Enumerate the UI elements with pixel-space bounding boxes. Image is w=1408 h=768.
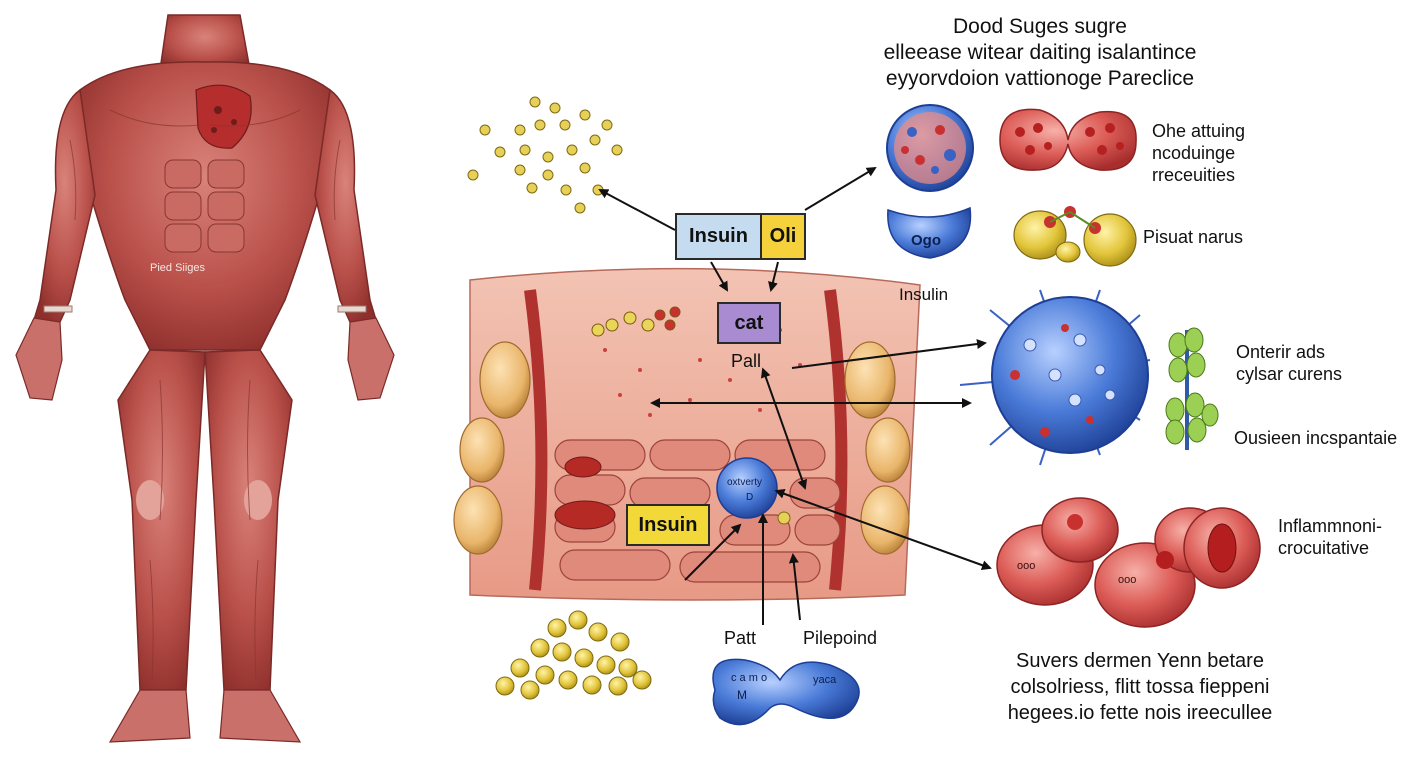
label-cell-d-line1: oxtverty	[727, 477, 763, 488]
green-plant-structure	[1165, 327, 1219, 450]
label-blob-left-line2: M	[737, 688, 747, 702]
arrows	[598, 166, 992, 625]
red-cell-pair-top	[999, 108, 1137, 171]
label-cell-d-line2: D	[746, 492, 754, 503]
insulin-box-top: Insuin	[689, 225, 748, 247]
label-red-blob-small: ooo	[1017, 560, 1036, 572]
arrow-to-blue-cell-top	[804, 166, 877, 211]
spiky-blue-cell	[959, 289, 1151, 466]
yellow-particles-bottom	[495, 610, 652, 700]
cat-box-shape	[717, 302, 781, 344]
arrow-insulin-to-cat	[710, 261, 728, 292]
label-blue-cell-line-1: Onterir ads	[1236, 342, 1326, 362]
yellow-cell-cluster	[1013, 206, 1137, 267]
bottom-caption-line-3: hegees.io fette nois ireecullee	[1007, 702, 1273, 724]
arrow-oil-to-cat	[768, 261, 779, 292]
label-blob-right: yaca	[813, 674, 837, 686]
arrow-up-to-cell	[684, 523, 742, 581]
label-insulin-cell: Insulin	[899, 285, 949, 304]
arrow-pall-to-cell	[760, 367, 808, 490]
label-pilepoind: Pilepoind	[803, 628, 878, 648]
label-patt: Patt	[724, 628, 757, 648]
red-cell-chain	[996, 497, 1261, 628]
oil-box: Oli	[769, 225, 797, 247]
body-overlay-text: Pied Siiges	[150, 262, 206, 274]
blue-cell-abdomen	[716, 457, 778, 519]
oil-box-shape	[760, 213, 806, 260]
blue-bone-blob	[712, 658, 860, 726]
label-inflammation-line-2: crocuitative	[1278, 538, 1370, 558]
label-top-cells-line-2: ncoduinge	[1152, 143, 1236, 163]
arrow-cell-to-red-chain	[774, 488, 992, 570]
label-ogo: Ogo	[911, 232, 941, 249]
label-pisuat: Pisuat narus	[1143, 227, 1244, 247]
arrow-pilepoind-up	[788, 553, 801, 621]
insulin-box-bottom-shape	[626, 504, 710, 546]
label-inflammation: Inflammnoni- crocuitative	[1278, 515, 1382, 559]
diagram-title: Dood Suges sugre elleease witear daiting…	[820, 14, 1260, 92]
label-blue-cell: Onterir ads cylsar curens	[1236, 341, 1342, 385]
abdomen-cross-section	[453, 267, 921, 601]
arrow-pall-to-spiky-cell	[791, 339, 987, 369]
label-blue-cell-line-2: cylsar curens	[1236, 364, 1343, 384]
label-top-cells-line-3: rreceuities	[1152, 165, 1236, 185]
label-inflammation-line-1: Inflammnoni-	[1278, 516, 1383, 536]
blue-bean-cell	[887, 206, 972, 259]
arrow-to-yellow-particles	[598, 189, 676, 231]
insulin-box-top-shape	[675, 213, 762, 260]
bottom-caption-line-2: colsolriess, flitt tossa fieppeni	[1010, 676, 1270, 698]
label-blob-left-line1: c a m o	[731, 672, 768, 684]
title-line-2: elleease witear daiting isalantince	[883, 41, 1197, 64]
label-ousieen: Ousieen incspantaie	[1234, 428, 1398, 448]
label-top-cells-line-1: Ohe attuing	[1152, 121, 1246, 141]
cat-box: cat	[734, 311, 764, 334]
label-pall: Pall	[731, 351, 762, 371]
bottom-caption: Suvers dermen Yenn betare colsolriess, f…	[985, 648, 1295, 726]
insulin-box-bottom: Insuin	[638, 513, 698, 536]
blue-cell-top	[886, 104, 974, 192]
title-line-3: eyyorvdoion vattionoge Pareclice	[885, 67, 1195, 90]
human-body-figure	[15, 14, 395, 743]
label-red-blob-mid: ooo	[1118, 574, 1137, 586]
title-line-1: Dood Suges sugre	[953, 15, 1127, 38]
yellow-particles-top	[467, 96, 623, 214]
label-top-cells: Ohe attuing ncoduinge rreceuities	[1152, 120, 1245, 186]
bottom-caption-line-1: Suvers dermen Yenn betare	[1016, 650, 1264, 672]
